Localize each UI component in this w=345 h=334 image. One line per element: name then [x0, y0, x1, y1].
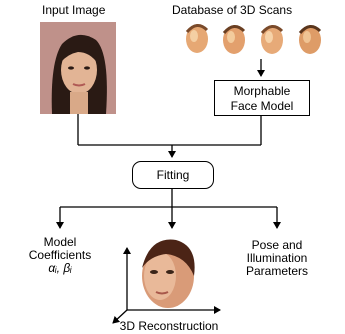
reconstruction-face	[142, 239, 195, 308]
morphable-label-line1: Morphable	[233, 84, 291, 98]
input-image-photo	[40, 22, 116, 114]
morphable-face-model-box: Morphable Face Model	[214, 80, 310, 116]
reconstruction-label: 3D Reconstruction	[119, 319, 219, 333]
model-coefficients-symbols: αᵢ, βᵢ	[48, 261, 72, 275]
pose-line2: Illumination	[246, 251, 308, 265]
scan-head-2	[222, 25, 246, 54]
scan-head-4	[298, 25, 322, 54]
input-image-label: Input Image	[42, 3, 106, 17]
model-coefficients-line2: Coefficients	[28, 248, 92, 262]
fitting-box: Fitting	[132, 161, 214, 189]
model-coefficients-line1: Model	[43, 235, 77, 249]
scan-head-1	[185, 24, 209, 53]
pose-line1: Pose and	[251, 238, 303, 252]
database-label: Database of 3D Scans	[172, 3, 293, 17]
fitting-label: Fitting	[156, 168, 190, 182]
scan-head-3	[260, 25, 284, 54]
axis-diagonal	[112, 309, 128, 324]
morphable-label-line2: Face Model	[230, 99, 294, 113]
pose-line3: Parameters	[245, 264, 309, 278]
portrait-face	[40, 22, 116, 114]
